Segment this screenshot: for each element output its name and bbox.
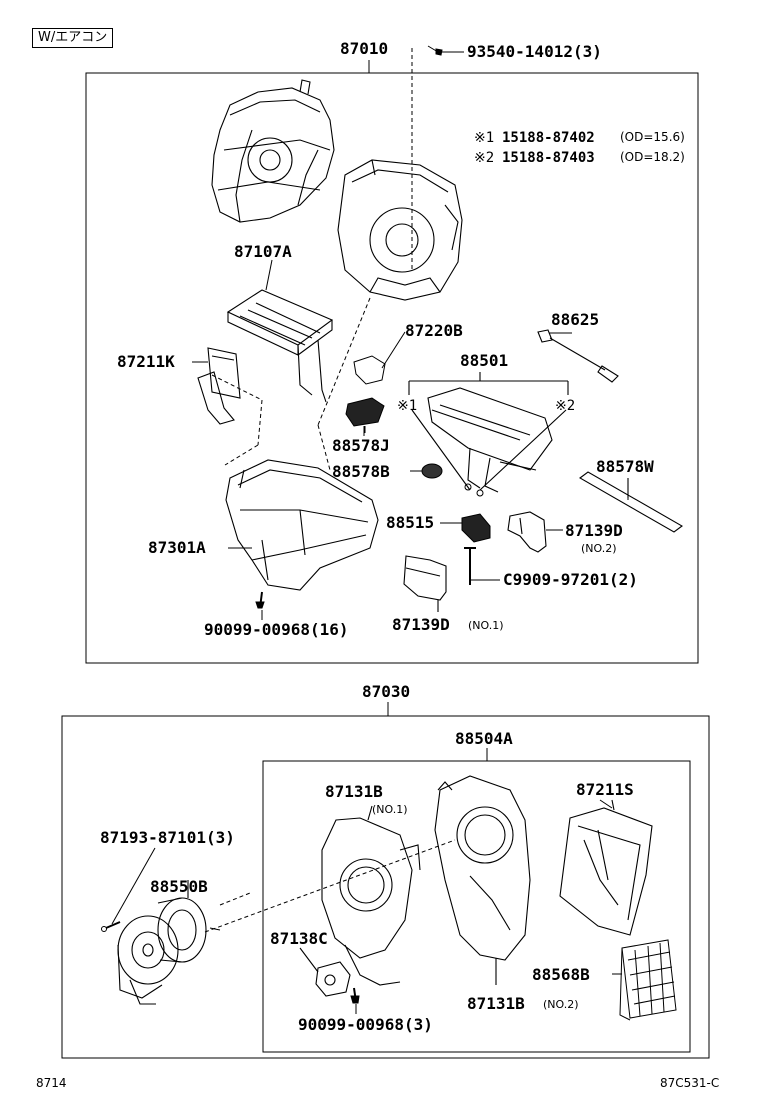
screw-93540-icon — [427, 45, 464, 56]
part-label-88501[interactable]: 88501 — [460, 351, 509, 370]
part-label-93540[interactable]: 93540-14012(3) — [467, 42, 602, 61]
group-label-87010[interactable]: 87010 — [340, 39, 389, 58]
clip-87220B-icon — [353, 331, 406, 385]
screw-87193-icon — [101, 847, 156, 932]
blower-motor-88550B-icon — [117, 880, 207, 1005]
filter-88568B-icon — [612, 939, 677, 1021]
part-label-87139D-no2[interactable]: 87139D — [565, 521, 623, 540]
sub-note-87131B-no1: (NO.1) — [372, 803, 408, 816]
bracket-87139D-no2-icon — [507, 511, 563, 553]
pad-88578J-icon — [345, 397, 385, 433]
part-label-88550B[interactable]: 88550B — [150, 877, 208, 896]
part-label-C9909[interactable]: C9909-97201(2) — [503, 570, 638, 589]
part-label-87107A[interactable]: 87107A — [234, 242, 292, 261]
o-rings-icon — [464, 483, 484, 497]
part-label-87220B[interactable]: 87220B — [405, 321, 463, 340]
group-label-87030[interactable]: 87030 — [362, 682, 411, 701]
part-label-87138C[interactable]: 87138C — [270, 929, 328, 948]
screw-90099-upper-icon — [255, 591, 265, 620]
bolt-c9909-icon — [464, 547, 500, 585]
frame-87010 — [85, 72, 699, 664]
dashed-lines — [204, 48, 456, 933]
grommet-88578B-icon — [410, 463, 443, 479]
sub-note-87131B-no2: (NO.2) — [543, 998, 579, 1011]
marker-1: ※1 — [397, 398, 418, 414]
frame-87030 — [61, 715, 710, 1059]
part-label-87211S[interactable]: 87211S — [576, 780, 634, 799]
part-label-88568B[interactable]: 88568B — [532, 965, 590, 984]
part-label-88578J[interactable]: 88578J — [332, 436, 390, 455]
note-2-spec: (OD=18.2) — [620, 150, 685, 164]
bracket-87139D-no1-icon — [403, 555, 447, 612]
note-1-part: 15188-87402 — [502, 130, 595, 146]
case-87131B-no1-icon — [321, 805, 421, 986]
part-label-88515[interactable]: 88515 — [386, 513, 435, 532]
frame-88504A — [262, 760, 691, 1053]
evaporator-88501-icon — [408, 372, 569, 493]
sub-note-87139D-no2: (NO.2) — [581, 542, 617, 555]
footer-right: 87C531-C — [660, 1076, 720, 1090]
heater-core-icon — [226, 289, 334, 403]
note-1-mark: ※1 — [474, 130, 495, 146]
panel-87211K-icon — [197, 347, 241, 425]
group-leaders — [368, 60, 488, 761]
lower-case-87301A-icon — [225, 459, 379, 591]
part-label-88578W[interactable]: 88578W — [596, 457, 654, 476]
part-label-88578B[interactable]: 88578B — [332, 462, 390, 481]
note-2-part: 15188-87403 — [502, 150, 595, 166]
center-heater-case-icon — [337, 159, 463, 301]
part-label-90099-3[interactable]: 90099-00968(3) — [298, 1015, 433, 1034]
case-87131B-no2-icon — [434, 775, 531, 985]
sensor-88625-icon — [537, 329, 619, 383]
note-1-spec: (OD=15.6) — [620, 130, 685, 144]
group-label-88504A[interactable]: 88504A — [455, 729, 513, 748]
screw-90099-lower-icon — [350, 987, 360, 1014]
marker-2: ※2 — [555, 398, 576, 414]
upper-heater-case-icon — [211, 79, 335, 223]
part-label-87301A[interactable]: 87301A — [148, 538, 206, 557]
leader-lines — [192, 259, 629, 931]
part-label-87131B-no2[interactable]: 87131B — [467, 994, 525, 1013]
part-label-88625[interactable]: 88625 — [551, 310, 600, 329]
condition-label: W/エアコン — [32, 28, 114, 48]
part-label-87139D-no1[interactable]: 87139D — [392, 615, 450, 634]
frame-87211S-icon — [559, 799, 653, 936]
part-label-87193[interactable]: 87193-87101(3) — [100, 828, 235, 847]
resistor-87138C-icon — [299, 947, 351, 997]
note-2-mark: ※2 — [474, 150, 495, 166]
footer-left: 8714 — [36, 1076, 67, 1090]
part-label-87211K[interactable]: 87211K — [117, 352, 175, 371]
sub-note-87139D-no1: (NO.1) — [468, 619, 504, 632]
part-label-90099-16[interactable]: 90099-00968(16) — [204, 620, 349, 639]
part-label-87131B-no1[interactable]: 87131B — [325, 782, 383, 801]
block-88515-icon — [440, 513, 491, 543]
